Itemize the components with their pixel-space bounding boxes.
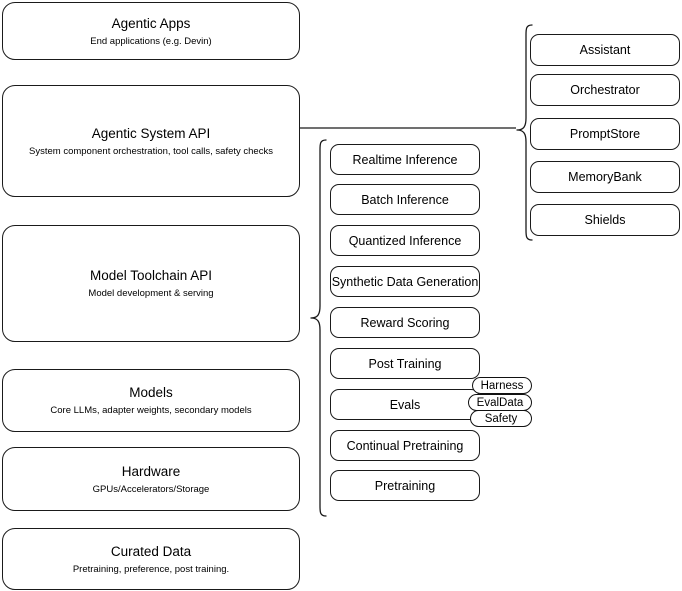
connector-agentic-system-api-to-components xyxy=(300,120,518,136)
evals-subitem-harness[interactable]: Harness xyxy=(472,377,532,394)
capability-synthetic-data-generation[interactable]: Synthetic Data Generation xyxy=(330,266,480,297)
capability-realtime-inference[interactable]: Realtime Inference xyxy=(330,144,480,175)
capability-label: Evals xyxy=(389,397,421,412)
capability-batch-inference[interactable]: Batch Inference xyxy=(330,184,480,215)
layer-hardware[interactable]: Hardware GPUs/Accelerators/Storage xyxy=(2,447,300,511)
capability-quantized-inference[interactable]: Quantized Inference xyxy=(330,225,480,256)
layer-subtitle: Core LLMs, adapter weights, secondary mo… xyxy=(50,405,252,416)
brace-model-toolchain xyxy=(300,138,328,518)
component-shields[interactable]: Shields xyxy=(530,204,680,236)
capability-label: Post Training xyxy=(368,356,442,371)
layer-title: Hardware xyxy=(121,463,181,479)
layer-agentic-apps[interactable]: Agentic Apps End applications (e.g. Devi… xyxy=(2,2,300,60)
layer-model-toolchain-api[interactable]: Model Toolchain API Model development & … xyxy=(2,225,300,342)
component-memorybank[interactable]: MemoryBank xyxy=(530,161,680,193)
layer-title: Agentic System API xyxy=(91,125,211,141)
layer-subtitle: Pretraining, preference, post training. xyxy=(72,563,230,575)
component-label: MemoryBank xyxy=(568,170,642,184)
component-label: PromptStore xyxy=(569,127,641,141)
layer-curated-data[interactable]: Curated Data Pretraining, preference, po… xyxy=(2,528,300,590)
capability-label: Reward Scoring xyxy=(360,315,450,330)
evals-subitem-label: EvalData xyxy=(476,396,524,409)
evals-subitem-safety[interactable]: Safety xyxy=(470,410,532,427)
layer-title: Agentic Apps xyxy=(111,15,191,31)
evals-subitem-evaldata[interactable]: EvalData xyxy=(468,394,532,411)
capability-label: Pretraining xyxy=(374,478,436,493)
capability-label: Synthetic Data Generation xyxy=(331,274,479,289)
layer-models[interactable]: Models Core LLMs, adapter weights, secon… xyxy=(2,369,300,432)
component-label: Shields xyxy=(584,213,626,227)
layer-agentic-system-api[interactable]: Agentic System API System component orch… xyxy=(2,85,300,197)
brace-agentic-system xyxy=(512,22,536,244)
component-promptstore[interactable]: PromptStore xyxy=(530,118,680,150)
layer-subtitle: End applications (e.g. Devin) xyxy=(90,35,212,47)
component-orchestrator[interactable]: Orchestrator xyxy=(530,74,680,106)
layer-title: Curated Data xyxy=(110,543,192,559)
layer-subtitle: GPUs/Accelerators/Storage xyxy=(92,483,210,495)
layer-subtitle: Model development & serving xyxy=(88,288,214,299)
capability-pretraining[interactable]: Pretraining xyxy=(330,470,480,501)
layer-title: Model Toolchain API xyxy=(89,268,213,283)
capability-continual-pretraining[interactable]: Continual Pretraining xyxy=(330,430,480,461)
evals-subitem-label: Harness xyxy=(480,379,524,392)
component-label: Orchestrator xyxy=(570,83,640,97)
evals-subitem-label: Safety xyxy=(484,412,518,425)
layer-title: Models xyxy=(129,385,173,400)
capability-post-training[interactable]: Post Training xyxy=(330,348,480,379)
capability-evals[interactable]: Evals xyxy=(330,389,480,420)
capability-reward-scoring[interactable]: Reward Scoring xyxy=(330,307,480,338)
capability-label: Realtime Inference xyxy=(352,152,458,167)
layer-subtitle: System component orchestration, tool cal… xyxy=(29,145,273,157)
capability-label: Quantized Inference xyxy=(348,233,462,248)
component-assistant[interactable]: Assistant xyxy=(530,34,680,66)
capability-label: Batch Inference xyxy=(361,192,449,207)
component-label: Assistant xyxy=(579,43,631,57)
capability-label: Continual Pretraining xyxy=(346,438,464,453)
